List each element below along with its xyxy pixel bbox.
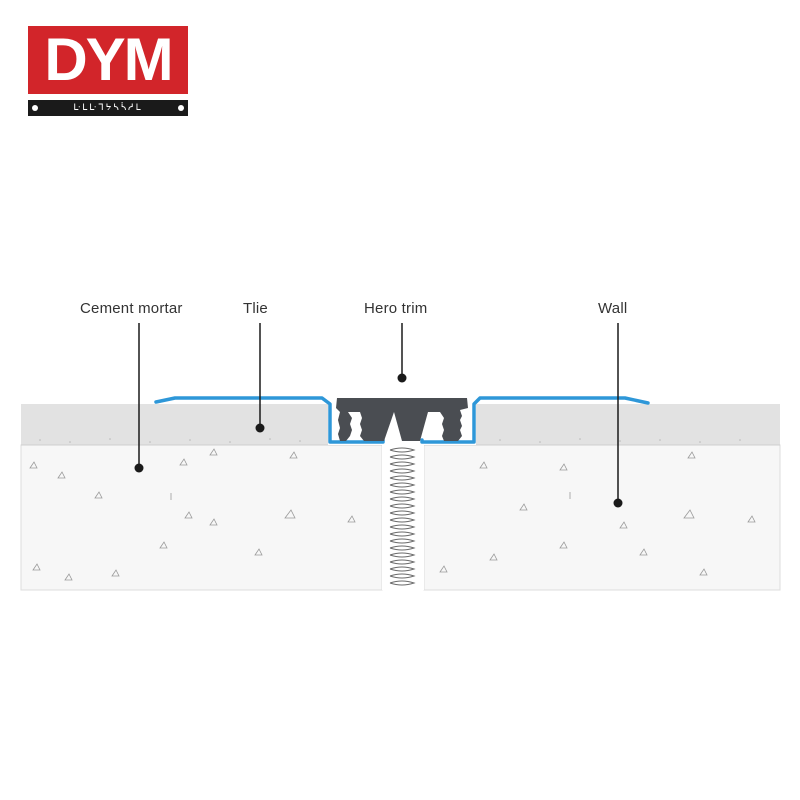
joint-gap bbox=[382, 445, 424, 590]
label-wall: Wall bbox=[598, 300, 628, 317]
leader-dot-cement bbox=[134, 463, 144, 473]
label-tile: Tlie bbox=[243, 300, 268, 317]
leader-dot-wall bbox=[613, 498, 623, 508]
aggregate-marks bbox=[29, 448, 756, 581]
tile-speckles bbox=[39, 438, 741, 443]
tile-layer-right bbox=[424, 404, 780, 445]
logo-wordmark: DYM bbox=[28, 26, 188, 94]
mortar-block-left bbox=[20, 444, 383, 591]
tile-layer-left bbox=[21, 404, 382, 445]
label-cement-mortar: Cement mortar bbox=[80, 300, 183, 317]
leader-dot-hero bbox=[397, 373, 407, 383]
logo-strip: ᒷᒪᒷᒣᔭᓴᓵᓱᒪ bbox=[28, 100, 188, 116]
leader-dots bbox=[134, 373, 623, 508]
logo-dot-left bbox=[32, 105, 38, 111]
spring-coil bbox=[389, 447, 416, 586]
logo-dot-right bbox=[178, 105, 184, 111]
mortar-block-right bbox=[423, 444, 781, 591]
leader-dot-tile bbox=[255, 423, 265, 433]
hero-trim-insert bbox=[336, 398, 468, 441]
hero-trim-profile bbox=[154, 396, 650, 444]
brand-logo: DYM ᒷᒪᒷᒣᔭᓴᓵᓱᒪ bbox=[28, 26, 188, 120]
label-hero-trim: Hero trim bbox=[364, 300, 428, 317]
aggregate-ticks bbox=[170, 492, 571, 500]
logo-strip-text: ᒷᒪᒷᒣᔭᓴᓵᓱᒪ bbox=[73, 103, 143, 113]
leader-lines bbox=[138, 323, 619, 503]
